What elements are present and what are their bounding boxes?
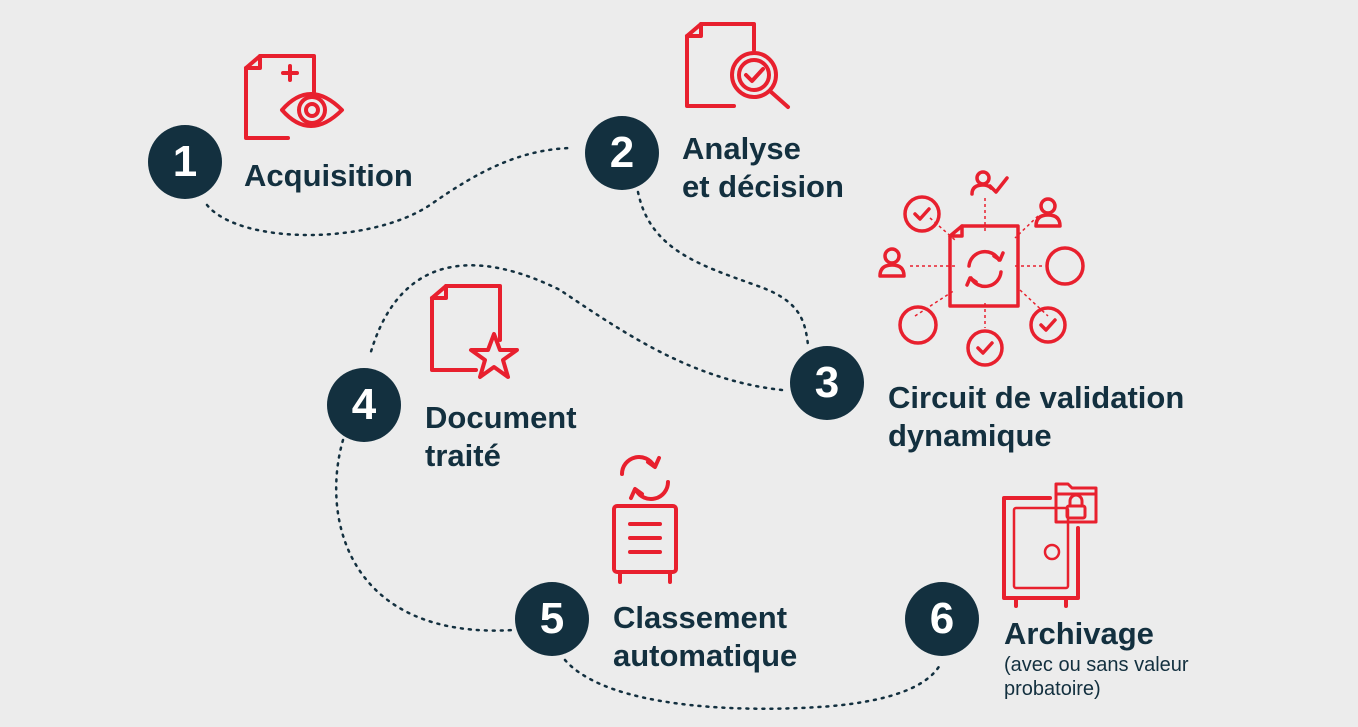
safe-lock-folder-icon bbox=[1002, 482, 1098, 608]
step-1-label-line: Acquisition bbox=[244, 158, 413, 193]
connector-1-2 bbox=[205, 146, 572, 237]
step-5-label-line-1: Classement bbox=[613, 600, 788, 635]
step-2-label-line-1: Analyse bbox=[682, 131, 801, 166]
step-3-number: 3 bbox=[790, 346, 864, 420]
step-6-sublabel: (avec ou sans valeur probatoire) bbox=[1004, 653, 1189, 701]
step-6-number: 6 bbox=[905, 582, 979, 656]
step-3-label-line-2: dynamique bbox=[888, 418, 1052, 453]
step-6-label: Archivage bbox=[1004, 615, 1154, 653]
connector-2-3 bbox=[636, 190, 810, 347]
step-5-label: Classement automatique bbox=[613, 599, 797, 675]
step-2-number: 2 bbox=[585, 116, 659, 190]
filing-cabinet-sync-icon bbox=[612, 455, 678, 584]
step-5-number: 5 bbox=[515, 582, 589, 656]
step-4-number: 4 bbox=[327, 368, 401, 442]
step-2-label: Analyse et décision bbox=[682, 130, 844, 206]
step-6-label-line: Archivage bbox=[1004, 616, 1154, 651]
step-6-sublabel-line-2: probatoire) bbox=[1004, 678, 1101, 700]
connector-5-6 bbox=[563, 658, 942, 710]
step-4-label-line-1: Document bbox=[425, 400, 577, 435]
document-star-icon bbox=[430, 284, 519, 379]
document-search-check-icon bbox=[685, 22, 790, 109]
validation-network-icon bbox=[878, 170, 1085, 367]
step-4-label-line-2: traité bbox=[425, 438, 501, 473]
step-4-label: Document traité bbox=[425, 399, 577, 475]
step-6-sublabel-line-1: (avec ou sans valeur bbox=[1004, 654, 1189, 676]
step-3-label: Circuit de validation dynamique bbox=[888, 379, 1184, 455]
connector-4-5 bbox=[334, 438, 516, 632]
step-1-number: 1 bbox=[148, 125, 222, 199]
step-1-label: Acquisition bbox=[244, 157, 413, 195]
step-5-label-line-2: automatique bbox=[613, 638, 798, 673]
document-eye-icon bbox=[244, 54, 344, 140]
step-2-label-line-2: et décision bbox=[682, 169, 844, 204]
step-3-label-line-1: Circuit de validation bbox=[888, 380, 1185, 415]
